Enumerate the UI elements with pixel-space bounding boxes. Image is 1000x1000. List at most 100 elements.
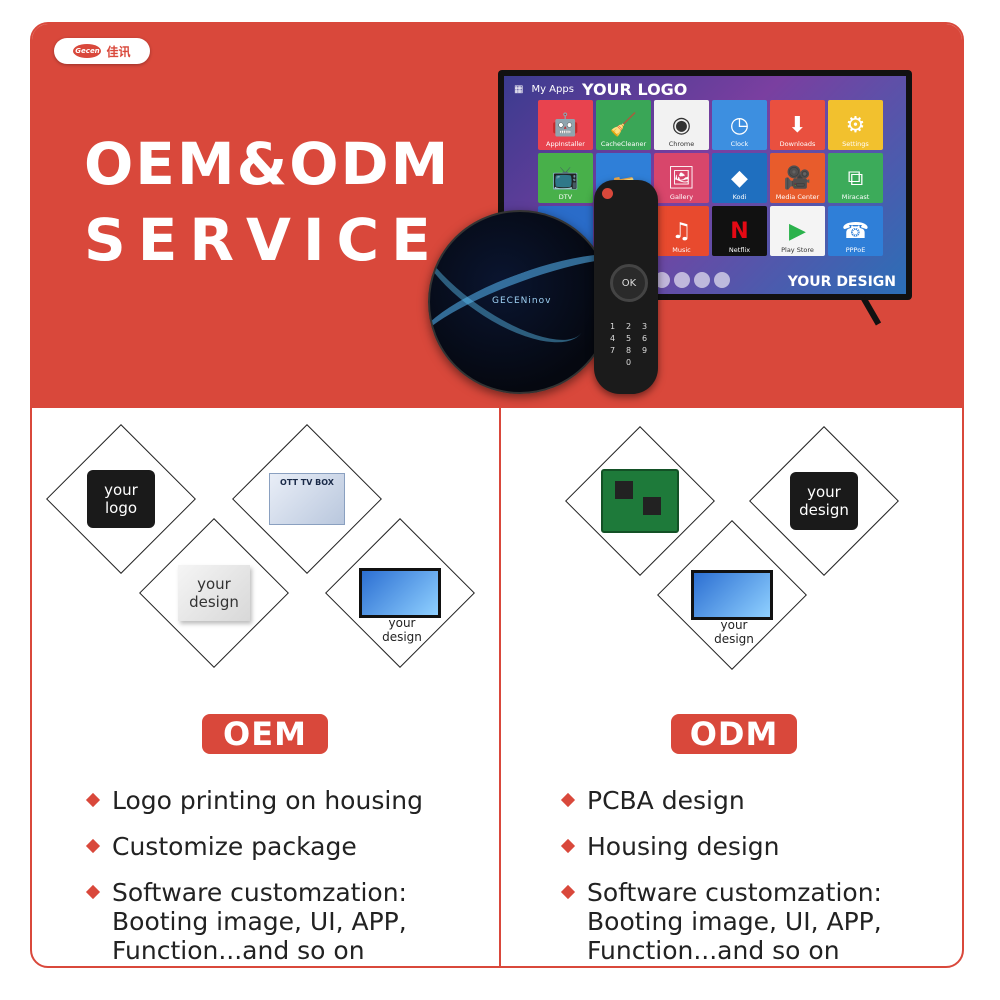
- odm-design-tile: your design: [790, 472, 858, 530]
- remote-key: 1: [609, 322, 616, 331]
- box-brand: GECENinov: [492, 296, 552, 306]
- download-icon: ⬇: [788, 113, 807, 138]
- grid-icon: ▦: [514, 84, 524, 95]
- video-camera-icon: 🎥: [783, 166, 812, 191]
- app-tile: ⬇Downloads: [770, 100, 825, 150]
- app-tile: 📺DTV: [538, 153, 593, 203]
- remote-keypad: 1 2 3 4 5 6 7 8 9 0: [606, 322, 651, 367]
- phone-icon: ☎: [841, 219, 870, 244]
- app-label: Media Center: [775, 193, 820, 201]
- chrome-icon: ◉: [671, 113, 692, 138]
- app-label: Miracast: [841, 193, 870, 201]
- app-tile: 🖼Gallery: [654, 153, 709, 203]
- bullet-text: Booting image, UI, APP,: [112, 907, 407, 936]
- tile-tv-design: your design: [325, 518, 475, 668]
- tv-stand-right: [860, 296, 882, 326]
- diamond-bullet-icon: [85, 838, 101, 854]
- pcb-board: [601, 469, 679, 533]
- app-label: Music: [672, 246, 691, 254]
- dock-icon: [674, 272, 690, 288]
- hero-title-line1: OEM&ODM: [84, 130, 451, 198]
- remote-key: 3: [641, 322, 648, 331]
- bullet-text: Customize package: [112, 832, 357, 861]
- remote-key: 6: [641, 334, 648, 343]
- remote-key: 0: [625, 358, 632, 367]
- diamond-bullet-icon: [560, 792, 576, 808]
- remote-control: OK 1 2 3 4 5 6 7 8 9 0: [594, 180, 658, 394]
- tile-package: OTT TV BOX: [232, 424, 382, 574]
- tv-design-caption: your design: [382, 616, 422, 644]
- tv-dock: [654, 272, 730, 288]
- oem-bullet-item: Logo printing on housing: [84, 786, 494, 815]
- tile-odm-design: your design: [749, 426, 899, 576]
- dock-icon: [714, 272, 730, 288]
- kodi-icon: ◆: [731, 166, 748, 191]
- odm-bullet-item: Software customzation: Booting image, UI…: [559, 878, 959, 965]
- android-icon: 🤖: [551, 113, 580, 138]
- remote-key: [606, 358, 619, 367]
- gallery-icon: 🖼: [667, 166, 696, 191]
- mini-tv: [691, 570, 773, 620]
- app-tile: ◉ Chrome: [654, 100, 709, 150]
- remote-key: 9: [641, 346, 648, 355]
- tv-app-grid: 🤖AppInstaller 🧹CacheCleaner ◉Chrome ◷Clo…: [538, 100, 883, 256]
- app-label: Chrome: [668, 140, 695, 148]
- music-icon: ♫: [671, 219, 692, 244]
- remote-ok-button: OK: [610, 264, 648, 302]
- app-label: PPPoE: [845, 246, 866, 254]
- tile-odm-tv: your design: [657, 520, 807, 670]
- service-card: Gecen 佳讯 OEM&ODM SERVICE ▦ My Apps YOUR …: [30, 22, 964, 968]
- bullet-text: Software customzation:: [587, 878, 882, 907]
- gear-icon: ⚙: [845, 113, 866, 138]
- odm-bullet-item: Housing design: [559, 832, 959, 861]
- play-store-icon: ▶: [789, 219, 806, 244]
- remote-key: 4: [609, 334, 616, 343]
- remote-key: 2: [625, 322, 632, 331]
- brand-logo-mark: Gecen: [73, 44, 102, 58]
- app-label: Play Store: [781, 246, 814, 254]
- brand-logo: Gecen 佳讯: [54, 38, 150, 64]
- broom-icon: 🧹: [609, 113, 638, 138]
- tile-your-design: your design: [139, 518, 289, 668]
- odm-bullet-item: PCBA design: [559, 786, 959, 815]
- chip-icon: [615, 481, 633, 499]
- tv-footer-text: YOUR DESIGN: [787, 274, 896, 290]
- app-label: CacheCleaner: [600, 140, 647, 148]
- oem-bullet-item: Customize package: [84, 832, 494, 861]
- remote-key: 7: [609, 346, 616, 355]
- tv-logo-text: YOUR LOGO: [581, 80, 688, 99]
- tv-mockup: ▦ My Apps YOUR LOGO 🤖AppInstaller 🧹Cache…: [498, 70, 912, 300]
- bullet-text: Function...and so on: [112, 936, 365, 965]
- remote-key: [638, 358, 651, 367]
- tv-header: ▦ My Apps YOUR LOGO: [514, 80, 687, 99]
- oem-bullet-list: Logo printing on housing Customize packa…: [84, 786, 494, 966]
- brand-logo-cn: 佳讯: [106, 44, 131, 59]
- diamond-bullet-icon: [560, 884, 576, 900]
- app-tile: ◆Kodi: [712, 153, 767, 203]
- hero-banner: Gecen 佳讯 OEM&ODM SERVICE ▦ My Apps YOUR …: [32, 24, 962, 408]
- app-tile: 🎥 Media Center: [770, 153, 825, 203]
- oem-bullet-item: Software customzation: Booting image, UI…: [84, 878, 494, 965]
- diamond-bullet-icon: [85, 792, 101, 808]
- app-tile: ⚙Settings: [828, 100, 883, 150]
- app-label: Clock: [730, 140, 749, 148]
- tv-design-caption: your design: [714, 618, 754, 646]
- app-tile: 🧹 CacheCleaner: [596, 100, 651, 150]
- app-tile: ♫ Music: [654, 206, 709, 256]
- tile-your-logo: your logo: [46, 424, 196, 574]
- oem-panel: your logo OTT TV BOX your design your de…: [32, 408, 499, 966]
- bullet-text: PCBA design: [587, 786, 745, 815]
- tv-icon: 📺: [551, 166, 580, 191]
- app-tile: ⧉ Miracast: [828, 153, 883, 203]
- app-label: Netflix: [728, 246, 751, 254]
- package-box: OTT TV BOX: [269, 473, 345, 525]
- dock-icon: [654, 272, 670, 288]
- your-logo-tile: your logo: [87, 470, 155, 528]
- remote-key: 8: [625, 346, 632, 355]
- tv-my-apps: My Apps: [531, 84, 574, 95]
- odm-badge: ODM: [671, 714, 797, 754]
- bullet-text: Logo printing on housing: [112, 786, 423, 815]
- cast-icon: ⧉: [847, 166, 864, 191]
- remote-key: 5: [625, 334, 632, 343]
